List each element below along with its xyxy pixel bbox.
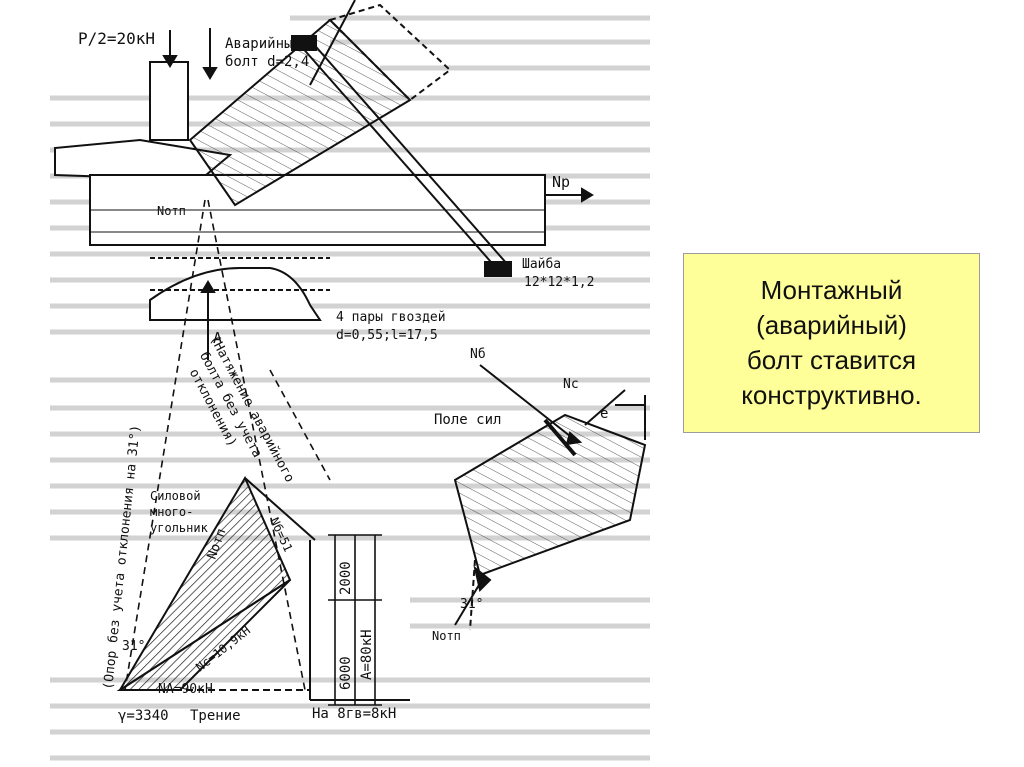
nc-right-label: Nc [563,377,579,392]
polygon-label-line-3: угольник [150,521,209,535]
tension-label: (Натяжение аварийного болта без учета от… [186,333,297,485]
np-arrow [545,187,594,203]
e-label: e [600,406,608,422]
gamma-label: γ=3340 [118,708,169,724]
dim-6000-label: 6000 [338,656,354,690]
dimension-bars [328,534,382,706]
force-lines [124,199,331,691]
load-arrow [162,28,218,80]
nails-label-line-1: 4 пары гвоздей [336,310,446,325]
friction-label: Трение [190,708,241,724]
na-label: NA=90кН [158,682,213,697]
angle-31-label: 31° [122,639,145,654]
note-text: Монтажный (аварийный) болт ставится конс… [741,275,922,410]
load-label: P/2=20кН [78,29,155,48]
truss-node [54,3,546,321]
force-field-detail [453,364,647,631]
bolt-label-line-1: Аварийный [225,36,301,52]
emergency-bolt [291,0,512,277]
force-polygon [116,475,410,701]
nails-label-line-2: d=0,55;l=17,5 [336,328,438,343]
polygon-label-line-2: много- [150,505,193,519]
a-value-label: A=80кН [359,629,375,680]
np-label: Np [552,173,570,191]
dim-2000-label: 2000 [338,561,354,595]
nb-right-label: Nб [470,347,486,362]
washer-label-line-2: 12*12*1,2 [524,275,594,290]
washer-label-line-1: Шайба [522,257,561,272]
base-label: На 8гв=8кН [312,706,396,722]
n-otp-top-label: Nотп [157,204,186,218]
angle-31-right-label: 31° [460,597,483,612]
n-otp-right-label: Nотп [432,629,461,643]
force-field-label: Поле сил [434,412,501,428]
scanned-structural-drawing: P/2=20кН Аварийный болт d=2,4 Np Nотп Ша… [50,0,650,761]
support-reaction-arrow [200,280,216,360]
polygon-label-line-1: Силовой [150,489,201,503]
support-label: A [213,329,222,347]
bolt-label-line-2: болт d=2,4 [225,54,309,70]
note-box: Монтажный (аварийный) болт ставится конс… [683,253,980,433]
